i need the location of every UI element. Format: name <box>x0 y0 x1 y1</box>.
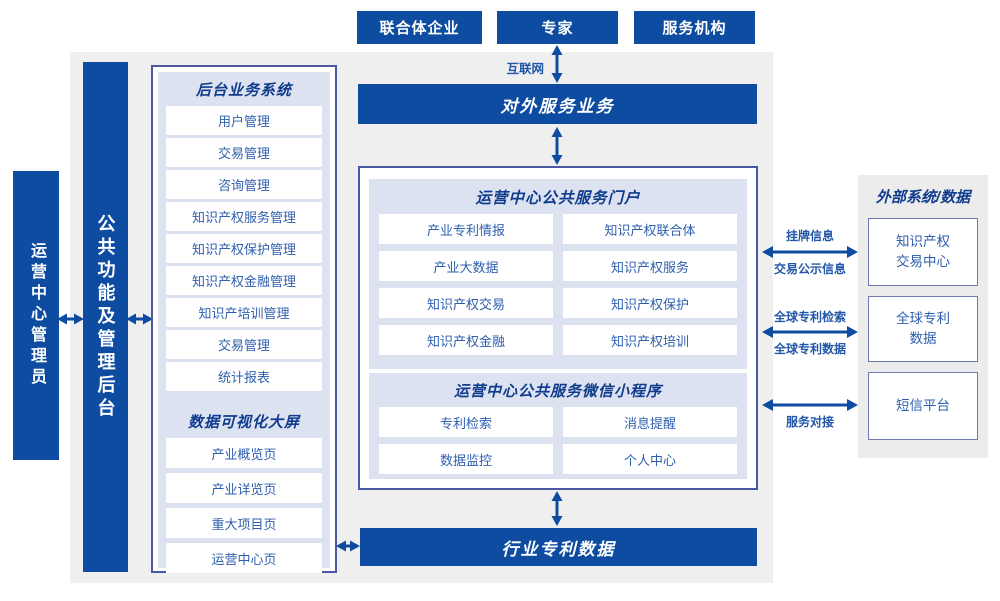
global-patent-data-label: 全球专利数据 <box>773 342 846 356</box>
portal-item: 知识产权培训 <box>563 325 737 355</box>
data-screen-panel: 数据可视化大屏 产业概览页 产业详览页 重大项目页 运营中心页 <box>158 404 330 573</box>
double-arrow-sms-icon <box>762 399 858 411</box>
double-arrow-service-to-portal-icon <box>551 127 563 165</box>
double-arrow-screen-to-patent-icon <box>336 540 360 552</box>
portal-item: 知识产权保护 <box>563 288 737 318</box>
external-service-bar: 对外服务业务 <box>358 84 757 124</box>
service-docking-label: 服务对接 <box>785 415 834 429</box>
actor-box-service-organization: 服务机构 <box>634 11 755 44</box>
double-arrow-backend-system-icon <box>126 313 153 325</box>
miniprogram-item: 个人中心 <box>563 444 737 474</box>
double-arrow-trading-center-icon <box>762 246 858 258</box>
external-box-global-patent-data: 全球专利 数据 <box>868 296 978 362</box>
miniprogram-panel: 运营中心公共服务微信小程序 专利检索 消息提醒 数据监控 个人中心 <box>369 373 747 479</box>
operation-center-admin-bar: 运营中心管理员 <box>13 171 59 460</box>
portal-item: 知识产权金融 <box>379 325 553 355</box>
data-screen-item: 运营中心页 <box>166 543 322 573</box>
portal-item: 产业大数据 <box>379 251 553 281</box>
industry-patent-bar: 行业专利数据 <box>360 528 757 566</box>
internet-label: 互联网 <box>506 62 544 76</box>
double-arrow-global-patent-icon <box>762 326 858 338</box>
portal-title: 运营中心公共服务门户 <box>475 190 641 207</box>
backend-item: 统计报表 <box>166 362 322 391</box>
actor-box-consortium-enterprise: 联合体企业 <box>357 11 482 44</box>
double-arrow-internet-icon <box>551 45 563 83</box>
backend-item: 交易管理 <box>166 138 322 167</box>
double-arrow-admin-backend-icon <box>57 313 84 325</box>
trade-publicity-label: 交易公示信息 <box>773 262 846 276</box>
miniprogram-items: 专利检索 消息提醒 数据监控 个人中心 <box>369 407 747 474</box>
backend-item: 知识产培训管理 <box>166 298 322 327</box>
actor-box-expert: 专家 <box>497 11 618 44</box>
external-box-sms-platform: 短信平台 <box>868 372 978 440</box>
miniprogram-title: 运营中心公共服务微信小程序 <box>453 383 662 400</box>
external-box-line: 数据 <box>909 331 937 346</box>
portal-items: 产业专利情报 知识产权联合体 产业大数据 知识产权服务 知识产权交易 知识产权保… <box>369 214 747 355</box>
backend-item: 知识产权保护管理 <box>166 234 322 263</box>
backend-item: 交易管理 <box>166 330 322 359</box>
backend-container: 后台业务系统 用户管理 交易管理 咨询管理 知识产权服务管理 知识产权保护管理 … <box>151 65 337 573</box>
portal-container: 运营中心公共服务门户 产业专利情报 知识产权联合体 产业大数据 知识产权服务 知… <box>358 166 758 490</box>
backend-system-title: 后台业务系统 <box>195 82 292 99</box>
data-screen-item: 产业详览页 <box>166 473 322 503</box>
listing-info-label: 挂牌信息 <box>785 229 834 243</box>
portal-item: 知识产权联合体 <box>563 214 737 244</box>
data-screen-items: 产业概览页 产业详览页 重大项目页 运营中心页 <box>158 438 330 573</box>
external-box-ip-trading-center: 知识产权 交易中心 <box>868 218 978 286</box>
backend-system-panel: 后台业务系统 用户管理 交易管理 咨询管理 知识产权服务管理 知识产权保护管理 … <box>158 72 330 406</box>
external-systems-panel: 外部系统/数据 知识产权 交易中心 全球专利 数据 短信平台 <box>858 175 988 458</box>
data-screen-item: 重大项目页 <box>166 508 322 538</box>
miniprogram-item: 专利检索 <box>379 407 553 437</box>
backend-item: 知识产权金融管理 <box>166 266 322 295</box>
double-arrow-portal-to-patent-icon <box>551 491 563 526</box>
external-box-line: 短信平台 <box>896 398 950 414</box>
portal-panel: 运营中心公共服务门户 产业专利情报 知识产权联合体 产业大数据 知识产权服务 知… <box>369 179 747 369</box>
global-patent-search-label: 全球专利检索 <box>773 310 846 324</box>
data-screen-item: 产业概览页 <box>166 438 322 468</box>
backend-item: 用户管理 <box>166 106 322 135</box>
portal-item: 知识产权服务 <box>563 251 737 281</box>
backend-item: 咨询管理 <box>166 170 322 199</box>
miniprogram-item: 数据监控 <box>379 444 553 474</box>
public-function-backend-bar: 公共功能及管理后台 <box>83 62 128 572</box>
backend-item: 知识产权服务管理 <box>166 202 322 231</box>
portal-item: 知识产权交易 <box>379 288 553 318</box>
miniprogram-item: 消息提醒 <box>563 407 737 437</box>
backend-system-items: 用户管理 交易管理 咨询管理 知识产权服务管理 知识产权保护管理 知识产权金融管… <box>158 106 330 391</box>
external-box-line: 交易中心 <box>896 254 950 269</box>
data-screen-title: 数据可视化大屏 <box>187 414 300 431</box>
external-box-line: 全球专利 <box>896 311 950 327</box>
external-systems-title: 外部系统/数据 <box>875 189 971 206</box>
external-box-line: 知识产权 <box>896 234 950 250</box>
portal-item: 产业专利情报 <box>379 214 553 244</box>
